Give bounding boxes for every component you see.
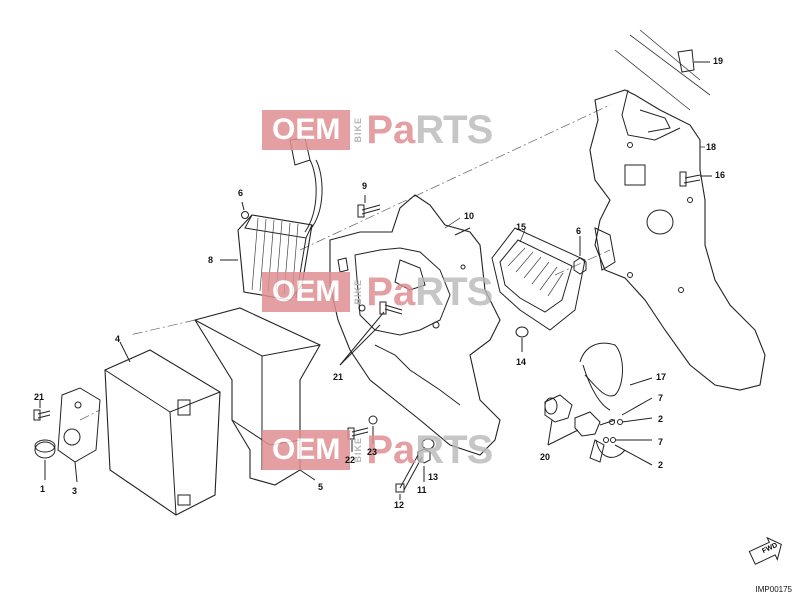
light-unit-15	[491, 227, 586, 331]
drawing-code: IMP00175	[755, 585, 792, 594]
screw-9	[361, 204, 381, 215]
callout-11: 11	[417, 485, 427, 495]
bolt-12	[399, 454, 423, 491]
nut-6-right	[573, 257, 587, 275]
callout-21a: 21	[34, 392, 45, 402]
callout-16: 16	[715, 170, 726, 180]
grommet-13	[421, 438, 435, 450]
callout-6a: 6	[238, 188, 244, 198]
housing-5	[194, 307, 321, 486]
clip-19	[677, 49, 695, 73]
callout-4: 4	[115, 334, 121, 344]
callout-14: 14	[516, 357, 527, 367]
nut-11	[417, 448, 431, 464]
sensor-20a	[544, 394, 573, 423]
callout-2b: 2	[658, 460, 664, 470]
callout-5: 5	[318, 482, 324, 492]
callout-22: 22	[345, 455, 356, 465]
callout-6b: 6	[576, 226, 582, 236]
screw-22	[351, 427, 369, 437]
frame-tube	[614, 29, 711, 111]
callout-1: 1	[40, 484, 46, 494]
washer-23	[368, 415, 378, 425]
callout-2a: 2	[658, 414, 664, 424]
center-lines	[79, 104, 611, 421]
callout-18: 18	[706, 142, 717, 152]
callout-20: 20	[540, 452, 551, 462]
callout-23: 23	[367, 447, 378, 457]
bolt-6-left	[241, 211, 249, 219]
cap-1	[34, 441, 56, 459]
callout-10: 10	[464, 211, 475, 221]
watermark-bottom: OEM BIKE Pa RTS	[262, 430, 493, 470]
watermark-middle: OEM BIKE Pa RTS	[262, 272, 493, 312]
rear-panel-18	[589, 89, 766, 391]
callout-7b: 7	[658, 437, 664, 447]
callout-17: 17	[656, 372, 667, 382]
callout-13: 13	[428, 472, 439, 482]
wire-17	[579, 342, 623, 397]
watermark-top: OEM BIKE Pa RTS	[262, 110, 493, 150]
callout-12: 12	[394, 500, 405, 510]
grommet-14	[515, 326, 529, 338]
bracket-10	[329, 194, 501, 456]
plate-3	[57, 387, 101, 463]
callout-8: 8	[208, 255, 214, 265]
callout-19: 19	[713, 56, 724, 66]
callout-9: 9	[362, 181, 368, 191]
sensor-20b	[574, 411, 601, 437]
callout-21b: 21	[333, 372, 344, 382]
callout-7a: 7	[658, 393, 664, 403]
fwd-arrow	[748, 536, 782, 565]
callout-15: 15	[516, 222, 527, 232]
screw-16	[683, 174, 701, 184]
callout-3: 3	[72, 486, 78, 496]
ecu-box-4	[104, 349, 221, 516]
